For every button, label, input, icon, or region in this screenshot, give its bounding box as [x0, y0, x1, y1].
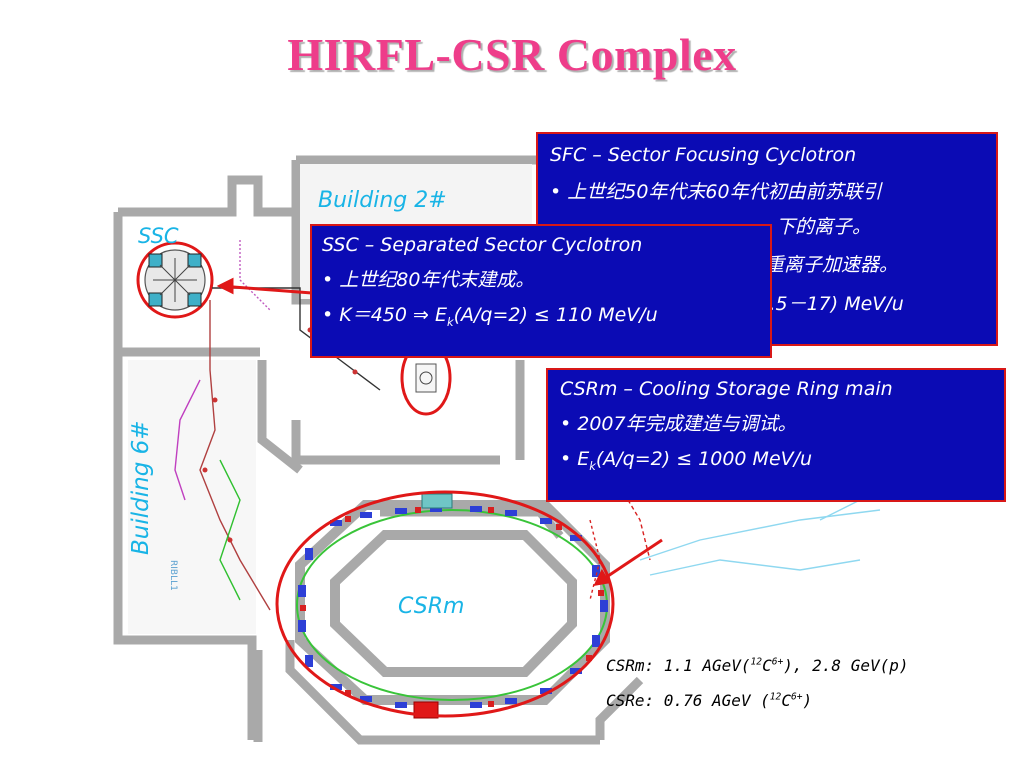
ssc-box-header: SSC – Separated Sector Cyclotron	[322, 234, 643, 256]
ssc-box-line-2: • K＝450 ⇒ Ek(A/q=2) ≤ 110 MeV/u	[322, 303, 658, 329]
sfc-box-header: SFC – Sector Focusing Cyclotron	[550, 144, 857, 166]
building-walls	[113, 155, 644, 745]
building-2-label: Building 2#	[318, 188, 447, 213]
sfc-box-line-1: • 上世纪50年代末60年代初由前苏联引	[550, 180, 882, 203]
csrm-energy-note: CSRm: 1.1 AGeV(12C6+), 2.8 GeV(p)	[606, 656, 909, 675]
csrm-elements	[300, 507, 604, 707]
slide-title: HIRFL-CSR Complex	[287, 29, 737, 80]
ribll1-label: RIBLL1	[168, 560, 178, 591]
csre-energy-note: CSRe: 0.76 AGeV (12C6+)	[606, 691, 813, 711]
sfc-cyclotron	[415, 363, 437, 393]
ssc-highlight-circle	[136, 241, 214, 319]
csrm-box-line-1: • 2007年完成建造与调试。	[560, 412, 797, 435]
csrm-box-header: CSRm – Cooling Storage Ring main	[560, 378, 893, 400]
csrm-box-line-2: • Ek(A/q=2) ≤ 1000 MeV/u	[560, 447, 813, 473]
building-6-label: Building 6#	[128, 420, 154, 555]
ssc-info-box: SSC – Separated Sector Cyclotron • 上世纪80…	[310, 224, 772, 358]
ssc-box-line-1: • 上世纪80年代末建成。	[322, 268, 535, 291]
ssc-cyclotron	[144, 249, 206, 311]
beam-lines	[174, 240, 881, 611]
csrm-info-box: CSRm – Cooling Storage Ring main • 2007年…	[546, 368, 1006, 502]
csrm-map-label: CSRm	[398, 594, 465, 619]
csrm-cooler	[421, 493, 453, 509]
sfc-box-line-2: 下的离子。	[776, 215, 872, 238]
energy-notes: CSRm: 1.1 AGeV(12C6+), 2.8 GeV(p) CSRe: …	[606, 654, 936, 724]
ssc-map-label: SSC	[138, 224, 179, 248]
pointer-arrows	[216, 277, 663, 586]
sfc-box-line-3: 为重离子加速器。	[746, 254, 899, 277]
csrm-magnets	[298, 506, 608, 708]
csrm-highlight-ellipse	[275, 490, 615, 718]
